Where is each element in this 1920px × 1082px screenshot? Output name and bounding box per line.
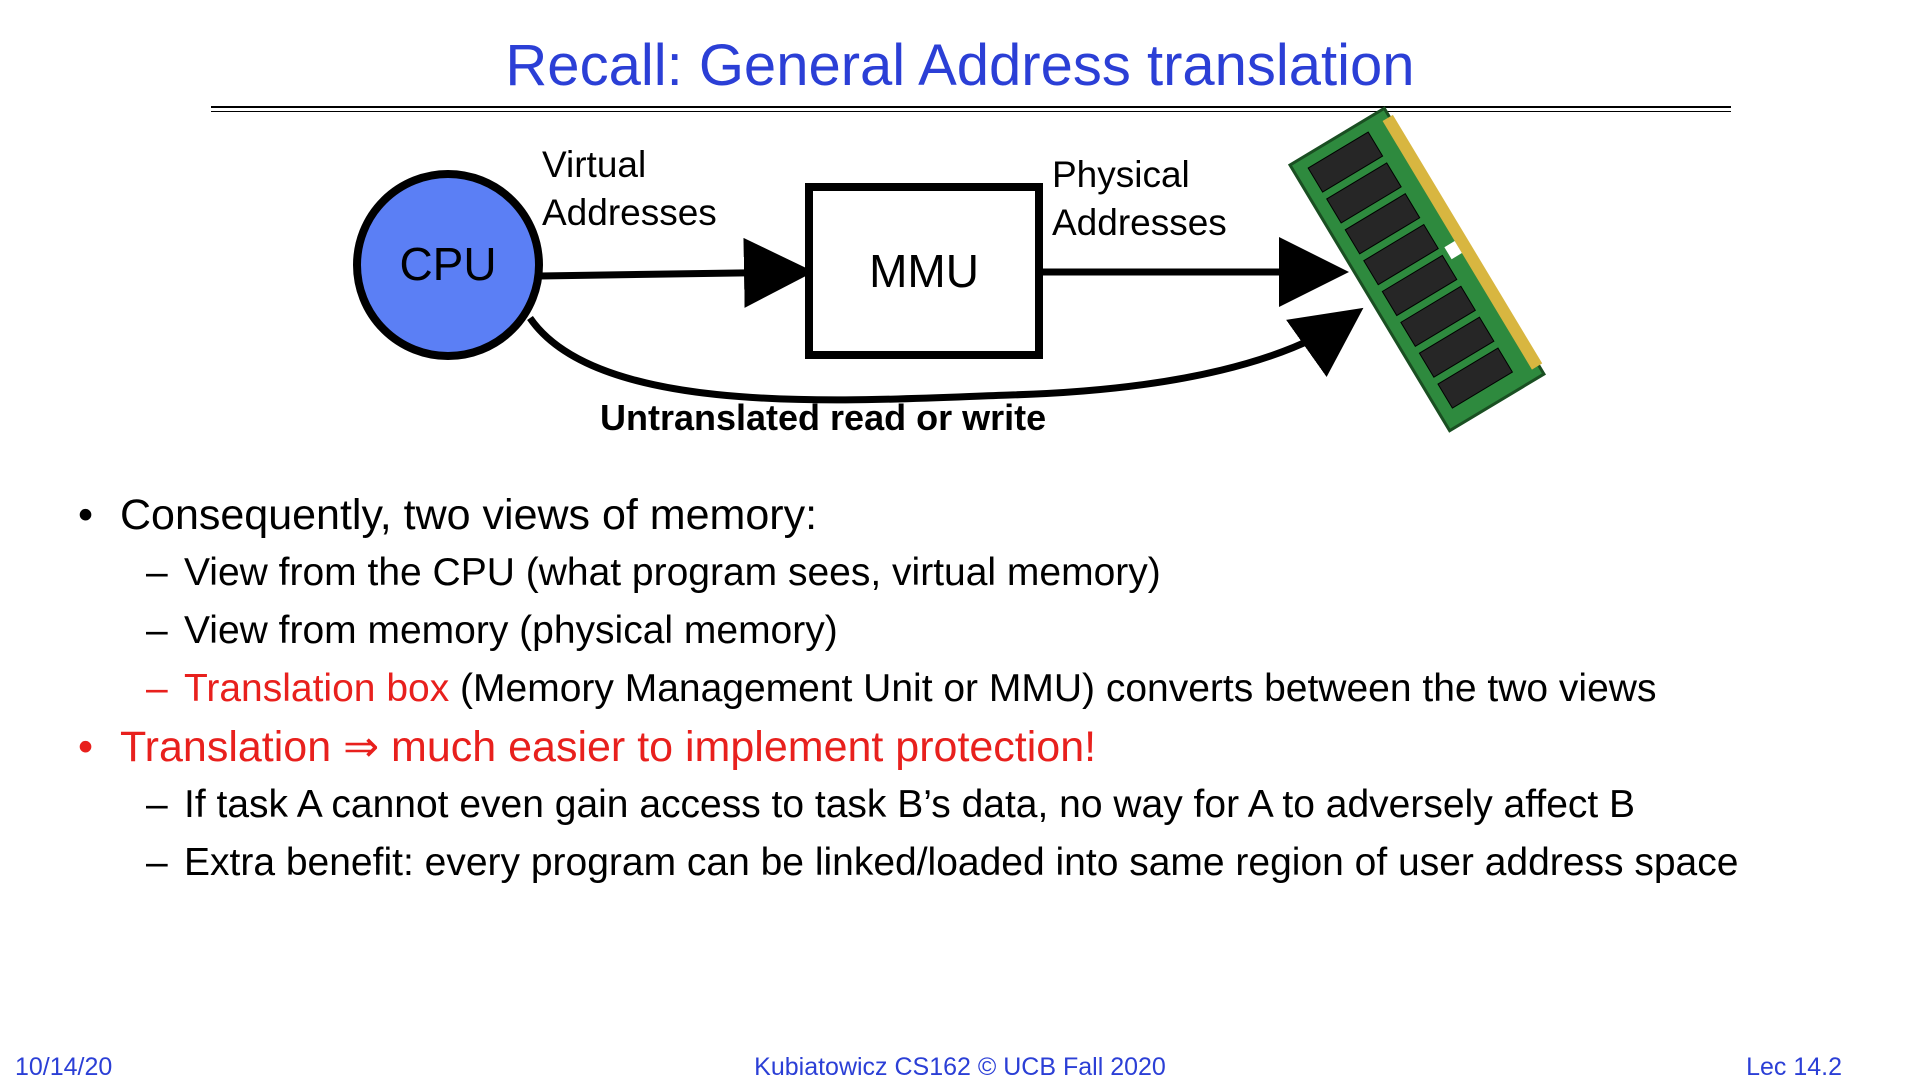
sub-bullet-text: View from memory (physical memory) [184,609,838,652]
bullet-two-views: • Consequently, two views of memory: [0,486,1920,544]
sub-bullet-text: If task A cannot even gain access to tas… [184,783,1636,826]
sub-bullet-text: View from the CPU (what program sees, vi… [184,551,1161,594]
bullet-marker: • [78,723,94,771]
bullet-text: Consequently, two views of memory: [120,491,818,539]
sub-bullet-memory-view: – View from memory (physical memory) [0,602,1920,660]
untranslated-arrow [527,307,1364,404]
sub-bullet-text: Extra benefit: every program can be link… [184,841,1739,884]
slide-title: Recall: General Address translation [505,33,1415,98]
sub-bullet-marker: – [146,609,168,652]
address-translation-diagram: CPU Virtual Addresses MMU Physical Addre… [353,106,1547,438]
sub-bullet-cpu-view: – View from the CPU (what program sees, … [0,544,1920,602]
physical-addresses-label-line2: Addresses [1052,202,1227,243]
sub-bullet-text: (Memory Management Unit or MMU) converts… [449,667,1657,710]
cpu-circle [353,170,543,360]
cpu-to-mmu-arrow [539,237,814,308]
bullet-text: Translation ⇒ much easier to implement p… [120,723,1097,771]
cpu-node: CPU [353,170,543,360]
virtual-addresses-label-line1: Virtual [542,144,646,185]
footer-date: 10/14/20 [15,1053,113,1081]
footer-lecture: Lec 14.2 [1746,1053,1842,1081]
virtual-addresses-label-line2: Addresses [542,192,717,233]
physical-addresses-label-line1: Physical [1052,154,1190,195]
sub-bullet-highlight: Translation box [184,667,450,710]
cpu-label: CPU [399,238,496,290]
sub-bullet-extra-benefit: – Extra benefit: every program can be li… [0,834,1920,892]
mmu-label: MMU [869,245,979,297]
ram-module-icon [1287,106,1547,433]
sub-bullet-marker: – [146,841,168,884]
untranslated-label: Untranslated read or write [600,397,1046,438]
footer-course: Kubiatowicz CS162 © UCB Fall 2020 [754,1053,1166,1081]
bullet-marker: • [78,491,94,539]
title-underline [211,106,1731,108]
title-underline-thin [211,111,1731,112]
sub-bullet-marker: – [146,783,168,826]
sub-bullet-translation-box: – Translation box (Memory Management Uni… [0,660,1920,718]
mmu-node: MMU [805,183,1043,359]
bullet-list: • Consequently, two views of memory: – V… [0,486,1920,892]
sub-bullet-task-isolation: – If task A cannot even gain access to t… [0,776,1920,834]
bullet-protection: • Translation ⇒ much easier to implement… [0,718,1920,776]
sub-bullet-marker: – [146,667,168,710]
sub-bullet-marker: – [146,551,168,594]
mmu-box [805,183,1043,359]
